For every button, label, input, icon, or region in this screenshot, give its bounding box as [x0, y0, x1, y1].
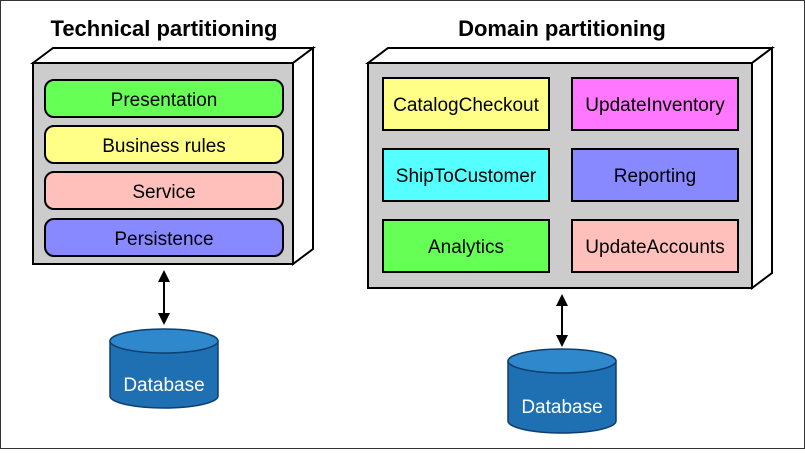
domain-container-side [751, 46, 773, 290]
technical-container-side [292, 46, 314, 266]
component-reporting: Reporting [571, 148, 739, 202]
component-ship-to-customer-label: ShipToCustomer [396, 166, 537, 187]
layer-presentation-label: Presentation [111, 90, 218, 111]
domain-title: Domain partitioning [458, 16, 666, 41]
component-analytics: Analytics [382, 219, 550, 273]
component-reporting-label: Reporting [614, 166, 696, 187]
technical-container-top [30, 47, 316, 64]
layer-service-label: Service [132, 182, 195, 203]
layer-business-rules-label: Business rules [102, 136, 226, 157]
component-update-accounts: UpdateAccounts [571, 219, 739, 273]
domain-db-arrow [556, 294, 568, 347]
layer-persistence-label: Persistence [114, 229, 213, 250]
component-ship-to-customer: ShipToCustomer [382, 148, 550, 202]
layer-persistence: Persistence [44, 218, 284, 257]
technical-database-label: Database [123, 375, 204, 396]
domain-database-icon: Database [507, 348, 617, 434]
layer-business-rules: Business rules [44, 125, 284, 164]
technical-title: Technical partitioning [51, 16, 278, 41]
technical-database-icon: Database [109, 328, 219, 409]
component-catalog-checkout-label: CatalogCheckout [393, 95, 539, 116]
component-catalog-checkout: CatalogCheckout [382, 77, 550, 131]
layer-service: Service [44, 171, 284, 210]
layer-presentation: Presentation [44, 79, 284, 118]
technical-db-arrow [158, 270, 170, 325]
domain-container-top [365, 47, 775, 64]
domain-database-label: Database [521, 397, 602, 418]
component-update-inventory-label: UpdateInventory [585, 95, 725, 116]
component-update-inventory: UpdateInventory [571, 77, 739, 131]
component-analytics-label: Analytics [428, 237, 504, 258]
component-update-accounts-label: UpdateAccounts [585, 237, 724, 258]
